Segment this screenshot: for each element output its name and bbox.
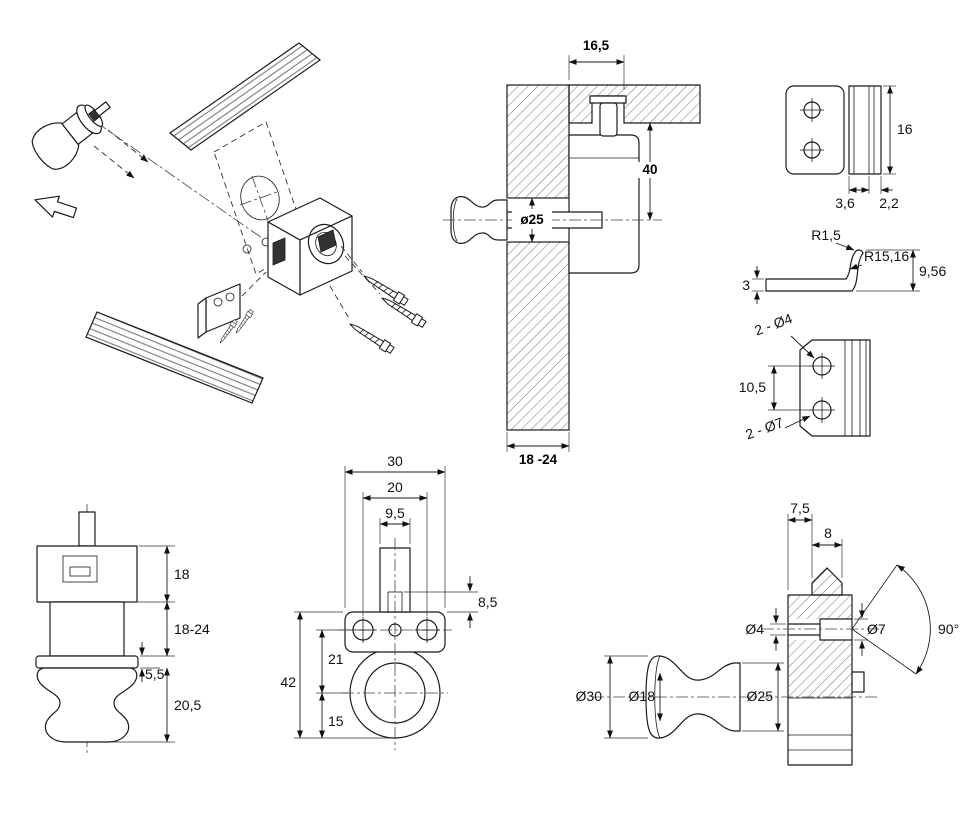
top-panel-section — [568, 84, 701, 124]
lock-body-part — [267, 197, 353, 296]
dim-label-lower-height: 15 — [328, 713, 344, 729]
dim-label-bolt-width: 9,5 — [385, 505, 405, 521]
dim-label-plate-width: 30 — [387, 453, 403, 469]
dim-strike-offset: 16,5 — [568, 38, 625, 90]
dim-label-cap-dia: Ø30 — [576, 688, 603, 704]
dim-strike-w2: 2,2 — [879, 187, 899, 211]
dim-strike-w1: 3,6 — [835, 176, 882, 211]
dim-label-plate-offset: 7,5 — [790, 500, 810, 516]
dim-bolt-width: 9,5 — [379, 505, 411, 544]
panel-hole — [240, 175, 280, 221]
dim-total-height: 42 — [280, 611, 390, 739]
dim-bolt-width-side: 8 — [811, 525, 843, 578]
dim-cap-dia: Ø30 — [576, 655, 648, 739]
latch-bolt-section — [599, 102, 618, 137]
view-strike-plate-side: 2 - Ø4 10,5 2 - Ø7 — [739, 310, 871, 442]
dim-label-upper-height: 21 — [328, 651, 344, 667]
dim-profile-thickness: 3 — [742, 266, 764, 304]
dim-label-drop: 40 — [642, 162, 657, 177]
dim-label-knob-dia: ø25 — [520, 212, 544, 227]
dim-spindle-small: Ø4 — [745, 608, 786, 651]
dim-label-offset: 16,5 — [583, 38, 610, 53]
view-strike-plate-front: 16 3,6 2,2 — [785, 85, 913, 211]
dim-label-tip-radius: R1,5 — [811, 227, 841, 243]
dim-lower-height: 15 — [319, 692, 344, 739]
profile-outline — [765, 250, 857, 280]
view-knob-front: 18 18-24 5,5 20,5 — [35, 504, 210, 754]
dim-label-body-height: 18 — [174, 566, 190, 582]
knob-part — [31, 101, 111, 170]
dim-label-front-holes: 2 - Ø4 — [752, 310, 794, 338]
dim-rotation-angle: 90° — [851, 564, 959, 675]
dim-label-spindle-small: Ø4 — [745, 621, 764, 637]
dim-label-total-height: 42 — [280, 674, 296, 690]
strike-plate-section — [589, 95, 627, 104]
dim-label-thickness: 18 -24 — [519, 452, 558, 467]
dim-drop: 40 — [637, 122, 664, 221]
dim-label-strike-w1: 3,6 — [835, 195, 855, 211]
dim-label-curve-radius: R15,16 — [864, 248, 909, 264]
dim-label-hole-spacing: 10,5 — [739, 379, 766, 395]
dim-plate-offset: 7,5 — [787, 500, 813, 590]
dim-label-strike-w2: 2,2 — [879, 195, 899, 211]
upper-panel — [169, 42, 321, 151]
dim-tip-radius: R1,5 — [811, 227, 855, 251]
view-installation-section: 16,5 40 ø25 18 -24 — [443, 38, 701, 467]
lower-panel — [85, 311, 264, 404]
dim-label-stem-height: 18-24 — [174, 621, 210, 637]
side-stub — [851, 671, 865, 693]
dim-hole-spacing-front: 20 — [362, 479, 428, 616]
dim-label-rotation-angle: 90° — [938, 621, 959, 637]
dim-label-bolt-height: 8,5 — [478, 594, 498, 610]
dim-stem-height: 18-24 — [140, 601, 210, 657]
upper-body — [36, 545, 138, 603]
dim-label-hole-spacing-front: 20 — [387, 479, 403, 495]
dim-label-profile-thickness: 3 — [742, 277, 750, 293]
dim-label-base-dia: Ø25 — [747, 688, 774, 704]
knob-profile — [36, 667, 138, 743]
dim-upper-height: 21 — [316, 629, 351, 694]
top-tab — [78, 511, 96, 547]
dim-label-strike-height: 16 — [897, 121, 913, 137]
flange — [35, 655, 139, 669]
side-panel-upper — [506, 84, 570, 199]
dim-body-height: 18 — [126, 545, 190, 603]
dim-plate-width: 30 — [344, 453, 446, 608]
dim-label-knob-height: 20,5 — [174, 697, 201, 713]
side-body — [799, 339, 871, 437]
dim-base-dia: Ø25 — [742, 662, 784, 732]
dim-label-bolt-width-side: 8 — [824, 525, 832, 541]
strike-plate-face — [785, 85, 845, 175]
dim-bolt-height: 8,5 — [404, 576, 498, 628]
dim-knob-dia: ø25 — [512, 197, 552, 243]
dim-profile-height: 9,56 — [856, 249, 946, 292]
dim-label-back-holes: 2 - Ø7 — [743, 414, 785, 442]
view-exploded-assembly — [31, 42, 428, 404]
view-lock-body-front: 30 20 9,5 8,5 42 — [280, 453, 498, 750]
view-knob-side: 7,5 8 Ø4 Ø7 90° — [576, 500, 959, 766]
dim-spindle-large: Ø7 — [854, 603, 886, 656]
screw-3 — [346, 319, 396, 356]
dim-panel-thickness: 18 -24 — [506, 432, 570, 467]
latch-bolt-side — [811, 567, 843, 596]
direction-arrow — [34, 195, 78, 219]
ghost-door-panel — [213, 121, 309, 275]
stem — [49, 601, 125, 657]
side-panel-lower — [506, 241, 570, 431]
dim-flange-height: 5,5 — [139, 642, 165, 682]
bracket-part — [197, 283, 241, 339]
dim-knob-height: 20,5 — [112, 667, 201, 743]
dim-strike-height: 16 — [883, 85, 913, 175]
lock-body-section — [568, 134, 640, 274]
dim-label-profile-height: 9,56 — [919, 263, 946, 279]
dim-label-neck-dia: Ø18 — [629, 688, 656, 704]
dim-curve-radius: R15,16 — [849, 248, 909, 270]
dim-label-spindle-large: Ø7 — [867, 621, 886, 637]
dim-hole-spacing: 10,5 — [739, 365, 811, 411]
dim-neck-dia: Ø18 — [629, 672, 663, 722]
view-strike-plate-profile: 3 R1,5 R15,16 9,56 — [742, 227, 946, 304]
dim-label-flange-height: 5,5 — [145, 666, 165, 682]
